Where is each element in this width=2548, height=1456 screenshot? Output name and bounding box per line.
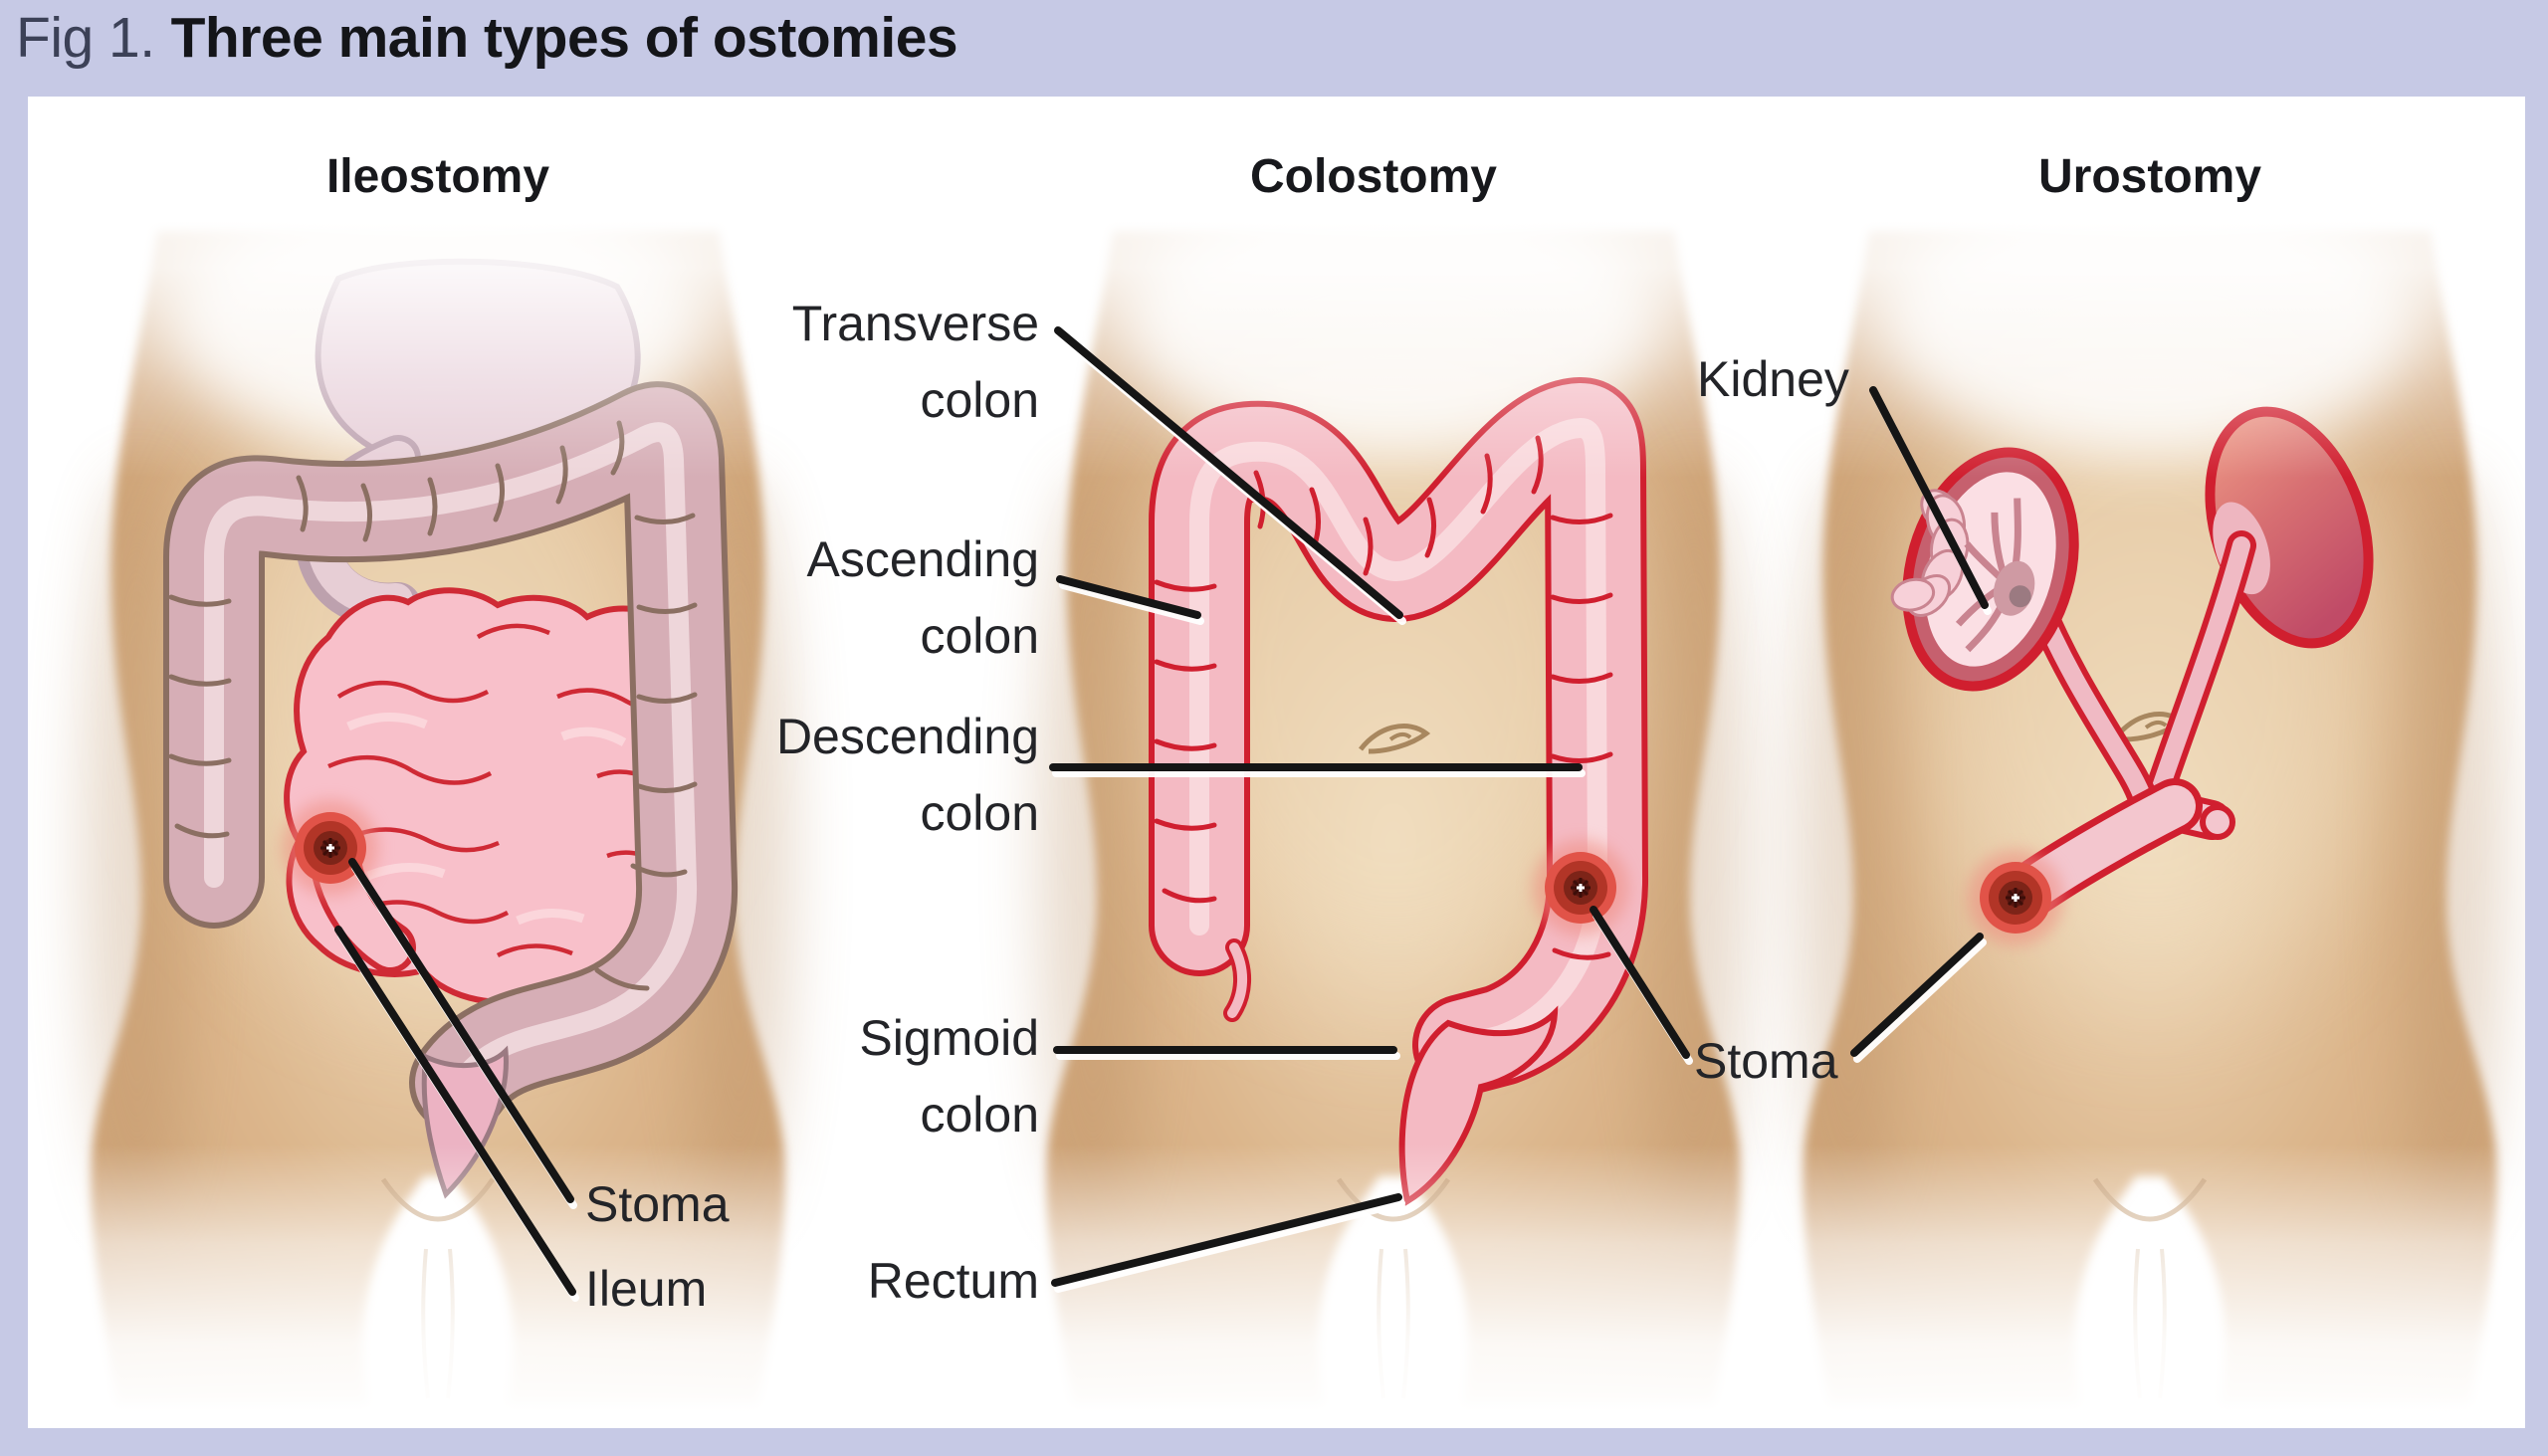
leader-ileostomy-ileum <box>334 926 576 1296</box>
label-sigmoid-colon: Sigmoid colon <box>859 1000 1039 1153</box>
leader-stoma-colostomy <box>1590 906 1690 1059</box>
leader-rectum <box>1051 1193 1402 1287</box>
label-ileostomy-stoma: Stoma <box>585 1176 730 1232</box>
urostomy-stoma <box>1968 850 2063 945</box>
label-sigmoid-line2: colon <box>920 1087 1039 1143</box>
panel-title-urostomy: Urostomy <box>2037 150 2262 203</box>
label-ascending-line2: colon <box>920 608 1039 664</box>
caption-prefix: Fig 1. <box>16 6 155 70</box>
caption-title: Three main types of ostomies <box>170 6 958 70</box>
leader-transverse-colon <box>1054 326 1403 619</box>
leader-kidney <box>1869 386 1989 609</box>
figure-caption: Fig 1.Three main types of ostomies <box>16 2 958 74</box>
colostomy-stoma <box>1533 840 1628 936</box>
leader-ileostomy-stoma <box>348 858 574 1203</box>
label-descending-line1: Descending <box>775 709 1039 764</box>
label-descending-colon: Descending colon <box>776 699 1039 852</box>
label-rectum: Rectum <box>867 1253 1039 1309</box>
label-shared-stoma: Stoma <box>1694 1033 1838 1089</box>
label-ascending-line1: Ascending <box>806 531 1040 587</box>
ostomy-diagram-art <box>28 97 2525 1428</box>
leader-ascending-colon <box>1056 575 1201 619</box>
bottom-fade <box>28 1144 2525 1428</box>
label-kidney: Kidney <box>1697 351 1849 407</box>
urostomy-left-kidney-section <box>1890 447 2079 692</box>
label-ascending-colon: Ascending colon <box>807 521 1040 675</box>
leader-lines <box>334 326 1992 1302</box>
label-ileum: Ileum <box>585 1261 708 1317</box>
panel-title-colostomy: Colostomy <box>1249 150 1497 203</box>
panel-title-ileostomy: Ileostomy <box>325 150 550 203</box>
label-sigmoid-line1: Sigmoid <box>859 1010 1039 1066</box>
label-transverse-line1: Transverse <box>791 296 1039 351</box>
label-descending-line2: colon <box>920 785 1039 841</box>
leader-stoma-urostomy <box>1850 933 1984 1057</box>
label-transverse-line2: colon <box>920 372 1039 428</box>
top-fade <box>28 97 2525 478</box>
label-transverse-colon: Transverse colon <box>792 286 1039 439</box>
